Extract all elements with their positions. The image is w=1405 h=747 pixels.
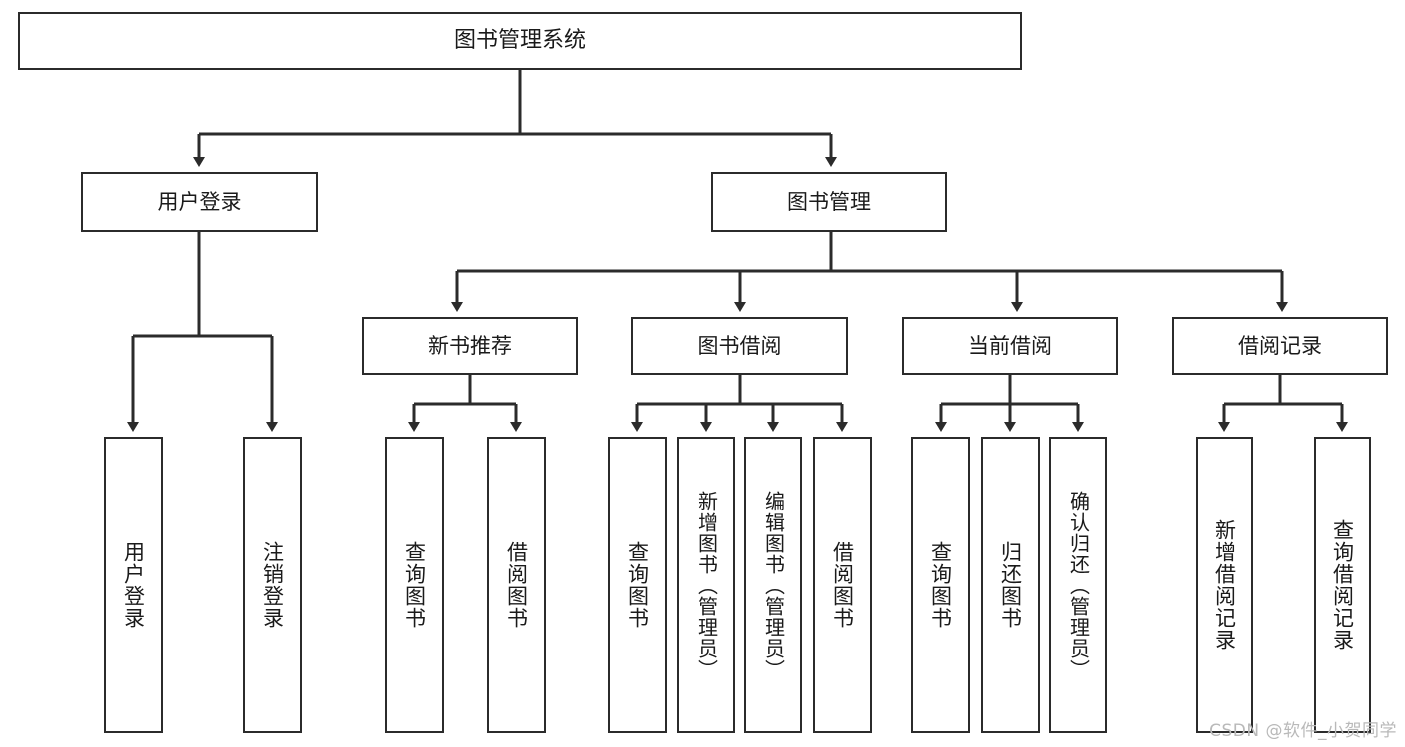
node-label: 查询图书 [625, 541, 650, 629]
node-label: 图书管理 [787, 189, 871, 214]
node-label: 用户登录 [157, 189, 242, 214]
node-book-management[interactable]: 图书管理 [711, 172, 947, 232]
node-leaf-user-logout[interactable]: 注销登录 [243, 437, 302, 733]
node-current-borrow[interactable]: 当前借阅 [902, 317, 1118, 375]
node-leaf-borrow-book-borrow[interactable]: 借阅图书 [813, 437, 872, 733]
node-label: 注销登录 [260, 541, 285, 629]
node-label: 确认归还（管理员） [1066, 490, 1091, 680]
node-leaf-add-borrow-record[interactable]: 新增借阅记录 [1196, 437, 1253, 733]
node-new-book-recommend[interactable]: 新书推荐 [362, 317, 578, 375]
node-leaf-user-login[interactable]: 用户登录 [104, 437, 163, 733]
node-leaf-return-book[interactable]: 归还图书 [981, 437, 1040, 733]
node-leaf-query-borrow-record[interactable]: 查询借阅记录 [1314, 437, 1371, 733]
node-label: 借阅记录 [1238, 333, 1322, 358]
node-leaf-query-book-recommend[interactable]: 查询图书 [385, 437, 444, 733]
node-label: 编辑图书（管理员） [761, 490, 786, 680]
node-borrow-record[interactable]: 借阅记录 [1172, 317, 1388, 375]
node-label: 查询图书 [402, 541, 427, 629]
node-leaf-edit-book-admin[interactable]: 编辑图书（管理员） [744, 437, 802, 733]
node-label: 当前借阅 [968, 333, 1052, 358]
node-label: 归还图书 [998, 541, 1023, 629]
node-leaf-query-book-borrow[interactable]: 查询图书 [608, 437, 667, 733]
node-label: 图书借阅 [697, 333, 782, 358]
node-root-book-management-system[interactable]: 图书管理系统 [18, 12, 1022, 70]
node-label: 借阅图书 [504, 541, 529, 629]
node-label: 借阅图书 [830, 541, 855, 629]
node-leaf-query-book-current[interactable]: 查询图书 [911, 437, 970, 733]
node-user-login[interactable]: 用户登录 [81, 172, 318, 232]
node-label: 新增借阅记录 [1212, 519, 1237, 651]
node-label: 查询借阅记录 [1330, 519, 1355, 651]
node-book-borrow[interactable]: 图书借阅 [631, 317, 848, 375]
node-label: 用户登录 [121, 541, 146, 629]
node-label: 图书管理系统 [453, 28, 586, 54]
node-leaf-confirm-return-admin[interactable]: 确认归还（管理员） [1049, 437, 1107, 733]
node-label: 新书推荐 [428, 333, 512, 358]
node-leaf-borrow-book-recommend[interactable]: 借阅图书 [487, 437, 546, 733]
node-leaf-add-book-admin[interactable]: 新增图书（管理员） [677, 437, 735, 733]
watermark-text: CSDN @软件_小贺同学 [1209, 721, 1397, 741]
node-label: 新增图书（管理员） [694, 490, 719, 680]
node-label: 查询图书 [928, 541, 953, 629]
